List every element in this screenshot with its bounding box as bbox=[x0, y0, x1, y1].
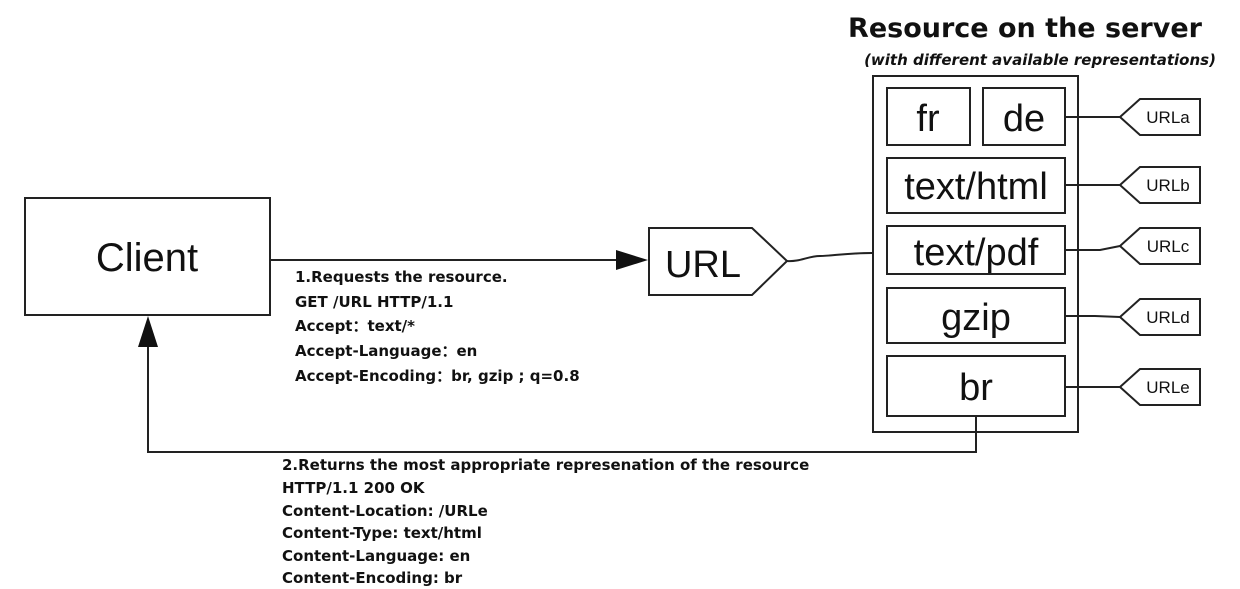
response-arrow-line bbox=[147, 345, 977, 453]
representation-fr-label: fr bbox=[916, 98, 940, 140]
representation-fr-box bbox=[886, 87, 971, 146]
response-line-1: 2.Returns the most appropriate represena… bbox=[282, 456, 809, 474]
connector-urlc bbox=[1065, 245, 1121, 251]
representation-gzip-box bbox=[886, 287, 1066, 344]
response-arrowhead bbox=[138, 316, 158, 347]
representation-br-label: br bbox=[959, 367, 993, 409]
url-tag-c-label: URLc bbox=[1147, 237, 1190, 256]
connector-urld bbox=[1065, 315, 1121, 318]
request-line-5: Accept-Encoding：br, gzip ; q=0.8 bbox=[295, 367, 580, 385]
server-title: Resource on the server bbox=[848, 13, 1203, 44]
response-line-6: Content-Encoding: br bbox=[282, 569, 463, 587]
client-box bbox=[24, 197, 271, 316]
request-line-2: GET /URL HTTP/1.1 bbox=[295, 293, 453, 311]
url-node bbox=[648, 227, 789, 296]
request-line-1: 1.Requests the resource. bbox=[295, 268, 508, 286]
representation-gzip-label: gzip bbox=[941, 297, 1011, 339]
request-line-4: Accept-Language：en bbox=[295, 342, 477, 360]
url-tag-d bbox=[1118, 298, 1201, 336]
request-line-3: Accept：text/* bbox=[295, 317, 415, 335]
url-tag-d-label: URLd bbox=[1146, 308, 1189, 327]
url-tag-b bbox=[1118, 166, 1201, 204]
server-subtitle: (with different available representation… bbox=[864, 51, 1216, 69]
url-tag-c bbox=[1118, 227, 1201, 265]
response-line-3: Content-Location: /URLe bbox=[282, 502, 488, 520]
representation-de-label: de bbox=[1003, 98, 1045, 140]
representation-html-label: text/html bbox=[904, 166, 1048, 208]
request-arrowhead bbox=[616, 250, 648, 270]
url-tag-e-label: URLe bbox=[1146, 378, 1189, 397]
client-label: Client bbox=[96, 236, 198, 280]
response-line-5: Content-Language: en bbox=[282, 547, 470, 565]
representation-pdf-label: text/pdf bbox=[914, 232, 1039, 274]
url-node-label: URL bbox=[665, 244, 741, 286]
url-tag-e bbox=[1118, 368, 1201, 406]
url-to-server-connector bbox=[786, 252, 873, 263]
url-tag-a bbox=[1118, 98, 1201, 136]
representation-br-box bbox=[886, 355, 1066, 417]
url-tag-b-label: URLb bbox=[1146, 176, 1189, 195]
response-line-2: HTTP/1.1 200 OK bbox=[282, 479, 426, 497]
url-tag-a-label: URLa bbox=[1146, 108, 1190, 127]
response-line-4: Content-Type: text/html bbox=[282, 524, 482, 542]
